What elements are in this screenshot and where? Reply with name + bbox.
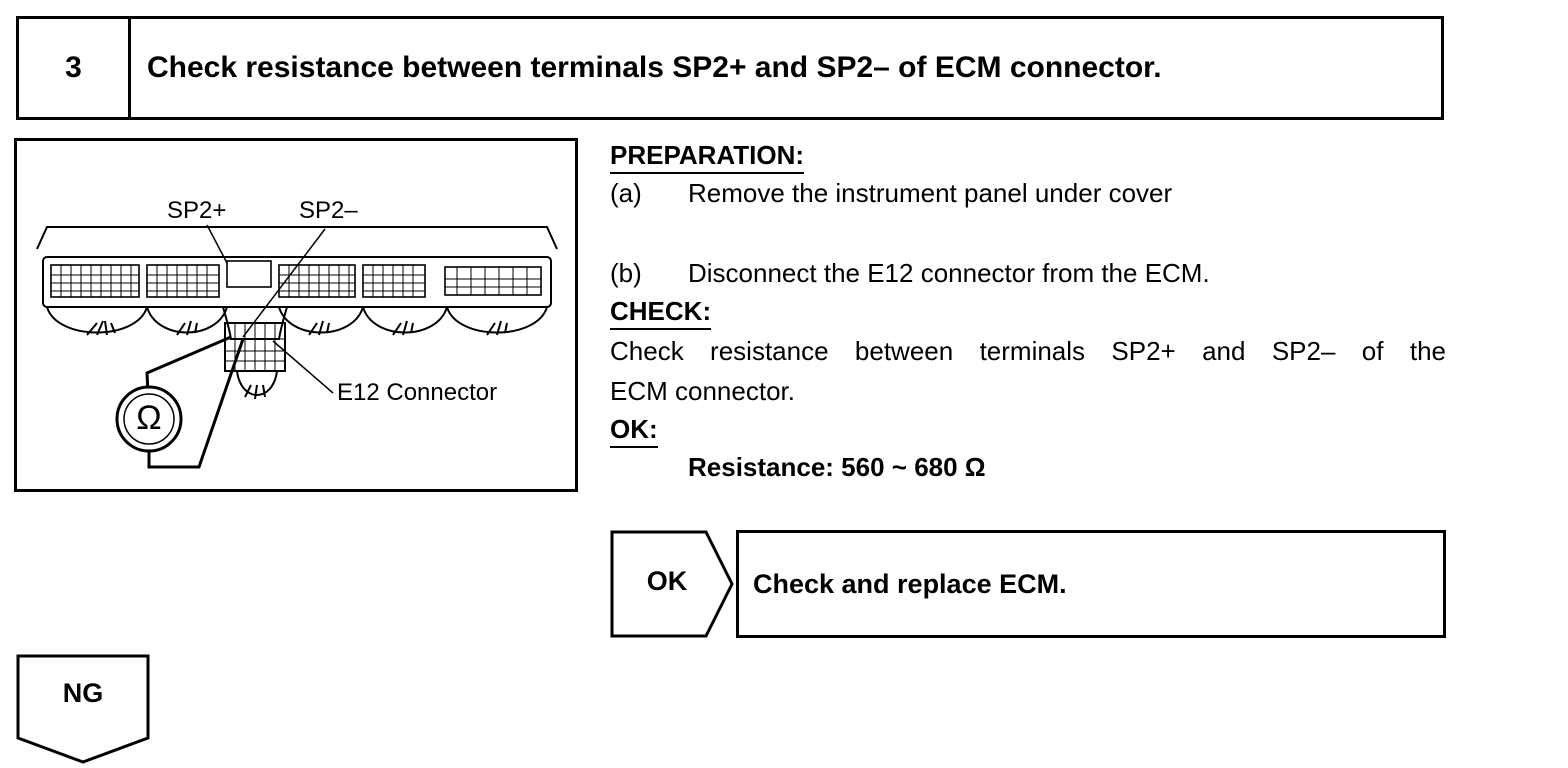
ok-label: OK: [646, 566, 688, 596]
ok-action: Check and replace ECM.: [753, 568, 1067, 599]
label-sp2-plus: SP2+: [167, 197, 227, 224]
label-e12-connector: E12 Connector: [337, 379, 498, 406]
connector-illustration: SP2+ SP2– E12 Connector Ω: [14, 138, 578, 492]
step-header: 3 Check resistance between terminals SP2…: [16, 16, 1444, 120]
ok-spec-heading: OK:: [610, 414, 658, 448]
connector-block: [50, 260, 542, 298]
ohm-symbol: Ω: [136, 399, 162, 437]
check-text-line2: ECM connector.: [610, 376, 795, 406]
ecm-connector-drawing: [36, 224, 558, 469]
ng-arrow-icon: [16, 654, 150, 764]
ok-arrow-icon: [610, 530, 734, 638]
step-number: 3: [19, 19, 131, 117]
ng-label: NG: [62, 678, 104, 708]
resistance-spec: Resistance: 560 ~ 680 Ω: [688, 452, 986, 482]
preparation-heading: PREPARATION:: [610, 140, 805, 174]
step-title: Check resistance between terminals SP2+ …: [147, 51, 1162, 84]
check-heading: CHECK:: [610, 296, 712, 330]
preparation-step-b: (b)Disconnect the E12 connector from the…: [610, 258, 1210, 288]
label-sp2-minus: SP2–: [299, 197, 358, 224]
preparation-step-a: (a)Remove the instrument panel under cov…: [610, 178, 1173, 208]
ohmmeter-icon: [115, 385, 183, 453]
check-text-line1: Check resistance between terminals SP2+ …: [610, 336, 1446, 366]
ok-result-box: Check and replace ECM.: [736, 530, 1446, 638]
